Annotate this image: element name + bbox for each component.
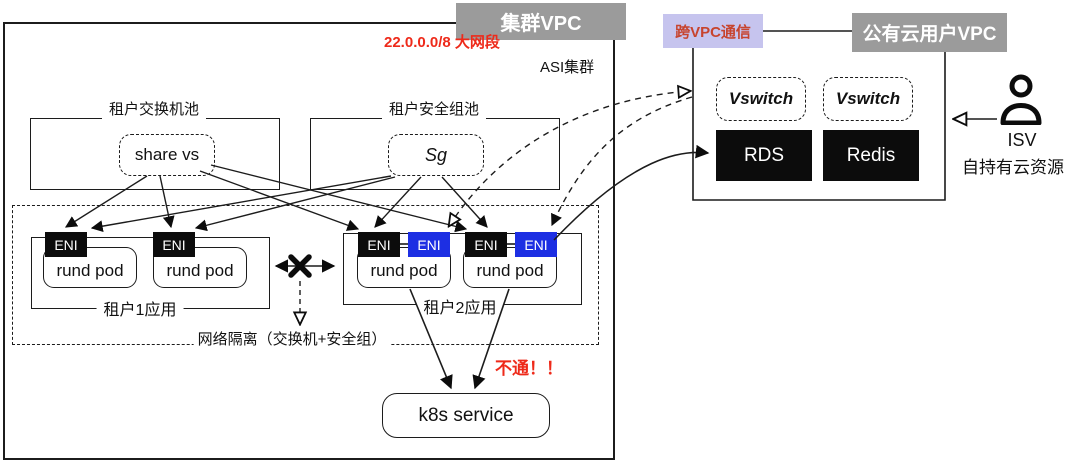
tenant-switch-pool-title: 租户交换机池 bbox=[101, 98, 207, 119]
rund-pod-node: rund pod bbox=[153, 247, 247, 288]
blocked-note: 不通！！ bbox=[495, 359, 563, 378]
cross-vpc-label: 跨VPC通信 bbox=[663, 14, 763, 48]
isv-name: ISV bbox=[1007, 130, 1037, 150]
eni-node-blue: ENI bbox=[515, 232, 557, 257]
eni-node: ENI bbox=[358, 232, 400, 257]
rds-node: RDS bbox=[716, 130, 812, 181]
public-vpc-label: 公有云用户VPC bbox=[852, 13, 1007, 52]
isv-desc: 自持有云资源 bbox=[962, 158, 1064, 177]
person-icon bbox=[1000, 74, 1042, 125]
tenant2-app-label: 租户2应用 bbox=[416, 294, 504, 318]
cidr-note: 22.0.0.0/8 大网段 bbox=[384, 34, 500, 51]
cluster-vpc-box bbox=[3, 22, 615, 460]
eni-node: ENI bbox=[153, 232, 195, 257]
sg-node: Sg bbox=[388, 134, 484, 176]
eni-node-blue: ENI bbox=[408, 232, 450, 257]
redis-node: Redis bbox=[823, 130, 919, 181]
tenant1-app-label: 租户1应用 bbox=[96, 296, 184, 320]
cluster-vpc-label: 集群VPC bbox=[456, 3, 626, 40]
vswitch-node: Vswitch bbox=[823, 77, 913, 121]
network-isolation-label: 网络隔离（交换机+安全组） bbox=[193, 328, 391, 349]
asi-cluster-label: ASI集群 bbox=[540, 59, 595, 76]
eni-node: ENI bbox=[45, 232, 87, 257]
share-vs-node: share vs bbox=[119, 134, 215, 176]
vswitch-node: Vswitch bbox=[716, 77, 806, 121]
k8s-service-node: k8s service bbox=[382, 393, 550, 438]
tenant-sg-pool-title: 租户安全组池 bbox=[381, 98, 487, 119]
eni-node: ENI bbox=[465, 232, 507, 257]
